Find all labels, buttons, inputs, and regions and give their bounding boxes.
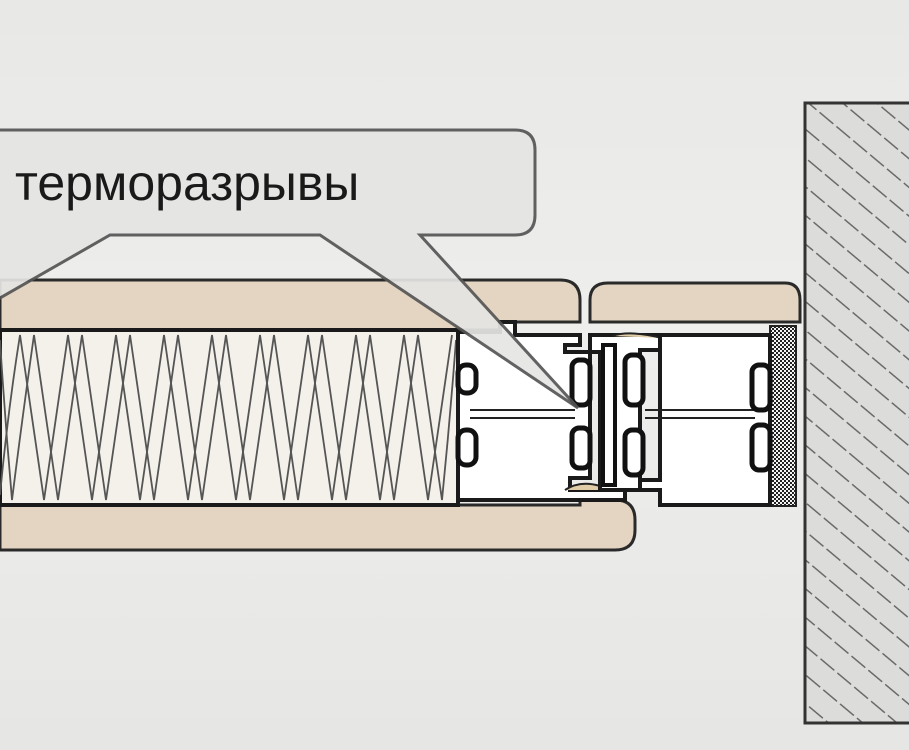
wall — [803, 101, 909, 725]
insulation-core — [0, 328, 460, 507]
frame-top-gasket — [611, 332, 663, 339]
frame-profile-outline — [638, 333, 772, 507]
frame-profile-clip-bottom — [749, 422, 773, 473]
door-profile-clip-inner-bottom — [569, 425, 593, 471]
door-profile-clip-inner-top — [569, 357, 593, 408]
insulation-wave-2 — [0, 334, 453, 501]
door-profile-clip-bottom — [455, 427, 479, 468]
frame-profile — [638, 333, 773, 507]
callout: терморазрывы — [0, 128, 580, 410]
wall-hatch — [803, 101, 909, 725]
door-bottom-board — [0, 498, 637, 552]
callout-label: терморазрывы — [15, 155, 359, 211]
center-profile-clip-bottom — [622, 427, 646, 478]
center-profile-clip-top — [622, 352, 646, 408]
frame-seal-strip — [769, 325, 797, 507]
frame-center-profile — [588, 332, 663, 492]
callout-bubble — [0, 128, 580, 410]
door-profile — [455, 320, 631, 502]
frame-profile-clip-top — [749, 362, 773, 413]
door-profile-clip-top — [455, 362, 479, 396]
frame-top-board — [588, 281, 802, 324]
center-profile-spine — [601, 343, 617, 487]
